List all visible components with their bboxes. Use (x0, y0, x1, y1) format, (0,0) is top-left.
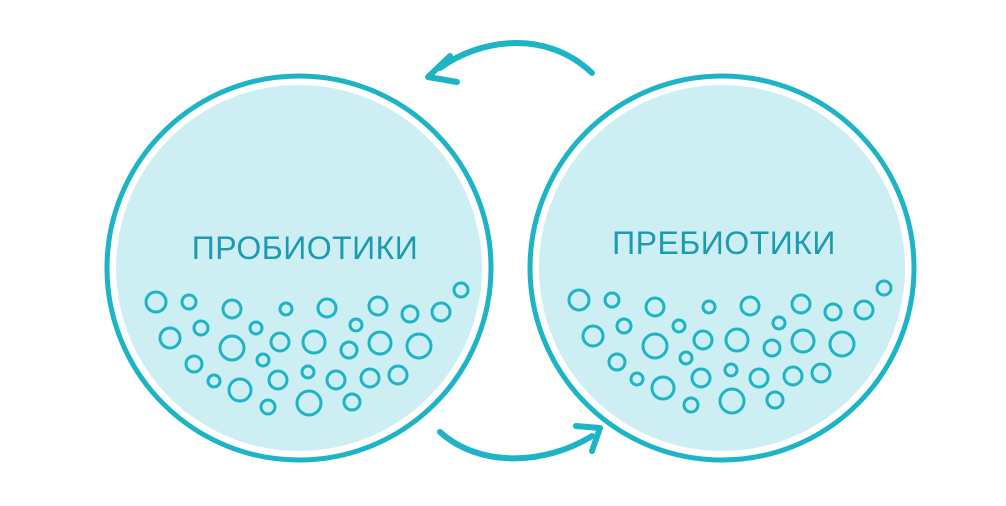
prebiotics-label: ПРЕБИОТИКИ (612, 225, 836, 261)
prebiotics-bubble (875, 279, 893, 297)
prebiotics-bubble (641, 332, 669, 360)
probiotics-bubble (269, 331, 291, 353)
probiotics-bubble (267, 369, 289, 391)
arrow-top (425, 40, 595, 85)
prebiotics-bubble (810, 362, 832, 384)
prebiotics-bubble (701, 299, 717, 315)
probiotics-bubble (295, 389, 323, 417)
probiotics-bubble (339, 340, 359, 360)
prebiotics-circle: ПРЕБИОТИКИ (527, 73, 917, 463)
probiotics-circle-fill (116, 85, 482, 451)
prebiotics-bubble (692, 329, 714, 351)
probiotics-bubble (248, 320, 264, 336)
probiotics-label: ПРОБИОТИКИ (192, 230, 419, 266)
prebiotics-circle-fill (539, 85, 905, 451)
arrow-bottom (437, 423, 603, 462)
prebiotics-bubble (690, 367, 712, 389)
probiotics-bubble (180, 293, 198, 311)
prebiotics-bubble (748, 367, 770, 389)
prebiotics-bubble (581, 324, 605, 348)
probiotics-bubble (348, 317, 364, 333)
prebiotics-bubble (615, 317, 633, 335)
probiotics-bubbles (144, 281, 470, 417)
probiotics-bubble (278, 301, 294, 317)
prebiotics-bubble (644, 296, 666, 318)
prebiotics-bubble (603, 291, 621, 309)
prebiotics-bubble (671, 318, 687, 334)
probiotics-bubble (316, 297, 338, 319)
probiotics-bubble (192, 319, 210, 337)
probiotics-bubble (259, 398, 277, 416)
probiotics-bubble (359, 367, 381, 389)
arrow-top-curve (437, 40, 595, 76)
prebiotics-bubble (765, 390, 785, 410)
prebiotics-bubble (567, 288, 591, 312)
probiotics-bubble (227, 377, 253, 403)
probiotics-bubble (367, 330, 393, 356)
prebiotics-bubble (782, 365, 804, 387)
probiotics-bubble (206, 373, 222, 389)
prebiotics-bubbles (567, 279, 893, 415)
prebiotics-bubble (629, 371, 645, 387)
prebiotics-bubble (828, 330, 856, 358)
probiotics-bubble (430, 301, 452, 323)
prebiotics-bubble (682, 396, 700, 414)
prebiotics-bubble (678, 350, 694, 366)
prebiotics-bubble (650, 375, 676, 401)
prebiotics-bubble (790, 293, 812, 315)
probiotics-bubble (342, 392, 362, 412)
probiotics-bubble (300, 364, 316, 380)
probiotics-bubble (255, 352, 271, 368)
probiotics-bubble (387, 364, 409, 386)
arrow-top-head (425, 53, 460, 85)
prebiotics-bubble (607, 352, 627, 372)
arrow-bottom-head (573, 423, 603, 454)
probiotics-bubble (301, 329, 327, 355)
probiotics-bubble (158, 326, 182, 350)
probiotics-bubble (400, 304, 420, 324)
prebiotics-bubble (853, 299, 875, 321)
prebiotics-bubble (724, 327, 750, 353)
probiotics-circle: ПРОБИОТИКИ (104, 73, 494, 463)
probiotics-bubble (367, 295, 389, 317)
prebiotics-bubble (823, 302, 843, 322)
prebiotics-bubble (718, 387, 746, 415)
prebiotics-bubble (762, 338, 782, 358)
probiotics-bubble (452, 281, 470, 299)
probiotics-bubble (405, 332, 433, 360)
arrow-bottom-curve (437, 429, 595, 462)
prebiotics-bubble (739, 295, 761, 317)
probiotics-bubble (218, 334, 246, 362)
prebiotics-bubble (771, 315, 787, 331)
prebiotics-bubble (790, 328, 816, 354)
probiotics-bubble (325, 369, 347, 391)
probiotics-bubble (144, 290, 168, 314)
prebiotics-bubble (723, 362, 739, 378)
probiotics-bubble (184, 354, 204, 374)
probiotics-bubble (221, 298, 243, 320)
